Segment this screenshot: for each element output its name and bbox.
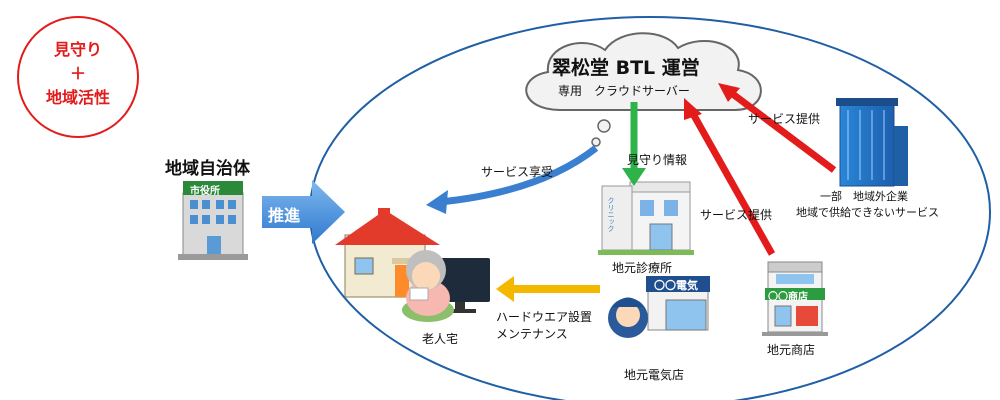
service-provide-shop-label: サービス提供 xyxy=(700,208,773,222)
hardware-line1: ハードウエア設置 xyxy=(496,310,593,324)
city-hall-icon xyxy=(178,181,248,260)
shop-icon xyxy=(762,261,828,336)
arrow-hardware xyxy=(496,276,600,302)
home-label: 老人宅 xyxy=(422,332,459,346)
service-enjoy-label: サービス享受 xyxy=(481,165,554,179)
arrow-service-shop xyxy=(684,98,776,256)
enterprise-line2: 地域で供給できないサービス xyxy=(796,206,939,219)
arrow-watch-info xyxy=(622,102,646,186)
cloud-server-icon xyxy=(525,32,762,147)
arrow-service-enterprise xyxy=(718,83,837,173)
cloud-title: 翠松堂 BTL 運営 xyxy=(552,57,700,79)
hardware-line2: メンテナンス xyxy=(496,327,568,341)
electric-shop-icon xyxy=(608,276,710,338)
municipality-heading: 地域自治体 xyxy=(165,159,250,179)
shop-sign: 〇〇商店 xyxy=(768,292,808,303)
promote-arrow-icon xyxy=(262,180,345,244)
watch-info-label: 見守り情報 xyxy=(627,153,688,167)
clinic-label: 地元診療所 xyxy=(612,261,673,275)
electric-label: 地元電気店 xyxy=(624,368,685,382)
badge-circle xyxy=(17,16,139,138)
hardware-label: ハードウエア設置 メンテナンス xyxy=(496,309,592,343)
promote-label: 推進 xyxy=(268,206,301,225)
badge-line1: 見守り xyxy=(53,40,102,59)
enterprise-line1: 一部 地域外企業 xyxy=(820,190,908,203)
cloud-subtitle: 専用 クラウドサーバー xyxy=(558,84,690,98)
clinic-icon xyxy=(598,181,694,255)
badge-line3: 地域活性 xyxy=(45,88,110,107)
badge-line2: ＋ xyxy=(69,64,86,83)
shop-label: 地元商店 xyxy=(767,343,816,357)
service-provide-enterprise-label: サービス提供 xyxy=(748,112,821,126)
city-hall-sign: 市役所 xyxy=(190,186,220,197)
electric-sign: 〇〇電気 xyxy=(654,279,698,292)
elderly-woman-icon xyxy=(402,250,454,322)
enterprise-building-icon xyxy=(836,98,908,187)
badge-text: 見守り ＋ 地域活性 xyxy=(38,38,118,110)
arrow-service-enjoy xyxy=(426,145,599,214)
clinic-sign: クリニック xyxy=(607,197,615,232)
